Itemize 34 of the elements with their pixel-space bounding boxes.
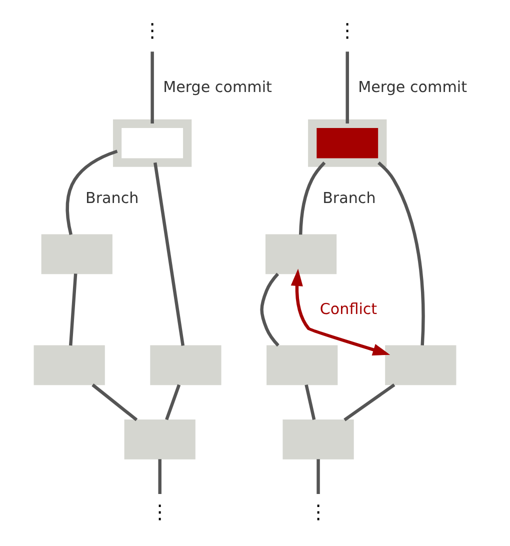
connector — [150, 52, 154, 124]
node-text: ⋮ — [337, 18, 357, 42]
node-box — [282, 420, 354, 460]
node-box — [112, 119, 192, 167]
node-text: ⋮ — [308, 500, 328, 524]
node-box — [124, 420, 195, 460]
connector — [345, 52, 348, 124]
node-box — [150, 345, 221, 386]
node-text: ⋮ — [142, 18, 162, 42]
edge-label: Merge commit — [162, 78, 272, 96]
connector — [158, 459, 161, 494]
connector — [298, 162, 326, 235]
connector — [260, 272, 279, 347]
node-box — [384, 345, 456, 386]
connector — [316, 459, 320, 494]
connector — [164, 384, 180, 420]
arrow — [290, 268, 390, 356]
edge-label: Conflict — [319, 300, 377, 318]
connector — [68, 274, 77, 346]
connector — [153, 162, 184, 346]
connector — [65, 150, 118, 236]
node-box — [308, 119, 386, 167]
node-box — [264, 234, 336, 274]
connector — [304, 384, 316, 420]
node-box — [266, 345, 338, 386]
node-box — [40, 234, 112, 274]
connector — [377, 162, 424, 346]
connector — [91, 384, 138, 422]
node-text: ⋮ — [150, 500, 170, 524]
node-box — [33, 345, 104, 386]
edge-label: Merge commit — [358, 78, 467, 96]
connector — [343, 383, 395, 422]
edge-label: Branch — [322, 189, 376, 208]
edge-label: Branch — [85, 189, 138, 208]
